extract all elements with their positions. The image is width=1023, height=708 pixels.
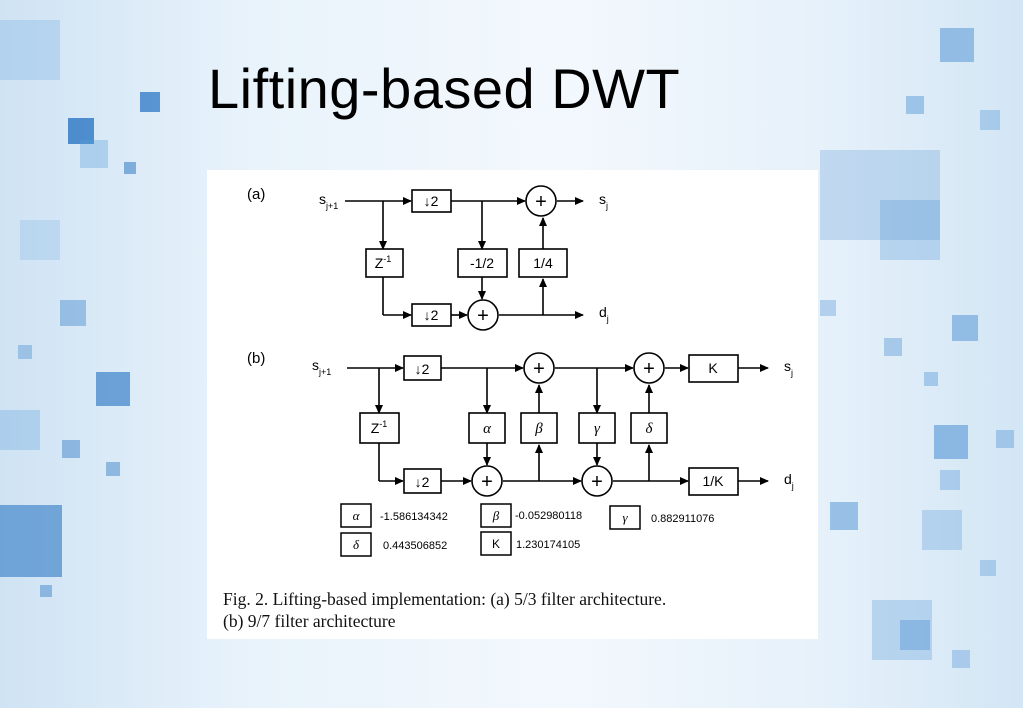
adder-b-3-sign: + — [643, 358, 655, 380]
coef-value-k: 1.230174105 — [516, 539, 580, 551]
output-s-label-b: sj — [784, 358, 793, 378]
gamma-block — [578, 412, 616, 444]
alpha-block — [468, 412, 506, 444]
panel-a-label: (a) — [247, 186, 265, 203]
caption-line-2: (b) 9/7 filter architecture — [223, 611, 396, 631]
coef-box-delta — [340, 532, 372, 557]
coef-symbol-beta: β — [492, 508, 500, 523]
delay-label-b: Z-1 — [371, 419, 388, 436]
scale-k-label: K — [708, 360, 718, 376]
delay-block-b — [359, 412, 400, 444]
block-diagram: (a) sj+1 ↓2 Z-1 -1/2 1/4 ↓2 + + sj dj (b… — [247, 185, 794, 557]
delta-block — [630, 412, 668, 444]
coef-box-beta — [480, 503, 512, 528]
alpha-label: α — [483, 421, 492, 437]
coef-box-alpha — [340, 503, 372, 528]
figure-caption: Fig. 2. Lifting-based implementation: (a… — [223, 588, 813, 632]
slide-title: Lifting-based DWT — [208, 57, 681, 120]
downsample-block-a-top — [411, 189, 452, 213]
downsample-label-b-top: ↓2 — [415, 361, 430, 377]
downsample-label-a-top: ↓2 — [424, 193, 439, 209]
coef-value-delta: 0.443506852 — [383, 540, 447, 552]
downsample-block-a-bottom — [411, 303, 452, 327]
downsample-block-b-bottom — [403, 468, 442, 494]
downsample-block-b-top — [403, 355, 442, 381]
predict-label-a: -1/2 — [470, 255, 494, 271]
adder-b-4-sign: + — [591, 471, 603, 493]
adder-b-3 — [633, 352, 665, 384]
scale-k-block — [688, 354, 739, 383]
coef-symbol-k: K — [492, 537, 500, 551]
output-s-label-a: sj — [599, 191, 608, 211]
beta-block — [520, 412, 558, 444]
input-label-b: sj+1 — [312, 357, 331, 377]
coef-box-k — [480, 531, 512, 556]
output-d-label-a: dj — [599, 304, 609, 324]
coef-value-beta: -0.052980118 — [515, 510, 582, 522]
gamma-label: γ — [594, 421, 601, 437]
adder-b-4 — [581, 465, 613, 497]
coef-value-gamma: 0.882911076 — [651, 513, 714, 525]
lifting-dwt-figure: (a) sj+1 ↓2 Z-1 -1/2 1/4 ↓2 + + sj dj (b… — [207, 170, 818, 639]
update-block-a — [518, 248, 568, 278]
panel-b-label: (b) — [247, 350, 265, 367]
adder-a-bottom-sign: + — [477, 305, 489, 327]
output-d-label-b: dj — [784, 471, 794, 491]
downsample-label-a-bottom: ↓2 — [424, 307, 439, 323]
coef-symbol-alpha: α — [353, 508, 361, 523]
adder-a-top-sign: + — [535, 191, 547, 213]
downsample-label-b-bottom: ↓2 — [415, 474, 430, 490]
delta-label: δ — [646, 421, 654, 437]
adder-b-2-sign: + — [481, 471, 493, 493]
adder-a-top — [525, 185, 557, 217]
coef-value-alpha: -1.586134342 — [380, 511, 448, 523]
update-label-a: 1/4 — [533, 255, 553, 271]
beta-label: β — [534, 421, 543, 437]
coef-box-gamma — [609, 505, 641, 530]
adder-b-2 — [471, 465, 503, 497]
adder-b-1-sign: + — [533, 358, 545, 380]
predict-block-a — [457, 248, 508, 278]
delay-label-a: Z-1 — [375, 254, 392, 271]
delay-block-a — [365, 248, 404, 278]
input-label-a: sj+1 — [319, 191, 338, 211]
adder-a-bottom — [467, 299, 499, 331]
adder-b-1 — [523, 352, 555, 384]
coef-symbol-delta: δ — [353, 537, 360, 552]
scale-inv-k-label: 1/K — [702, 473, 724, 489]
caption-line-1: Fig. 2. Lifting-based implementation: (a… — [223, 589, 667, 609]
scale-inv-k-block — [688, 467, 739, 496]
coef-symbol-gamma: γ — [622, 510, 628, 525]
